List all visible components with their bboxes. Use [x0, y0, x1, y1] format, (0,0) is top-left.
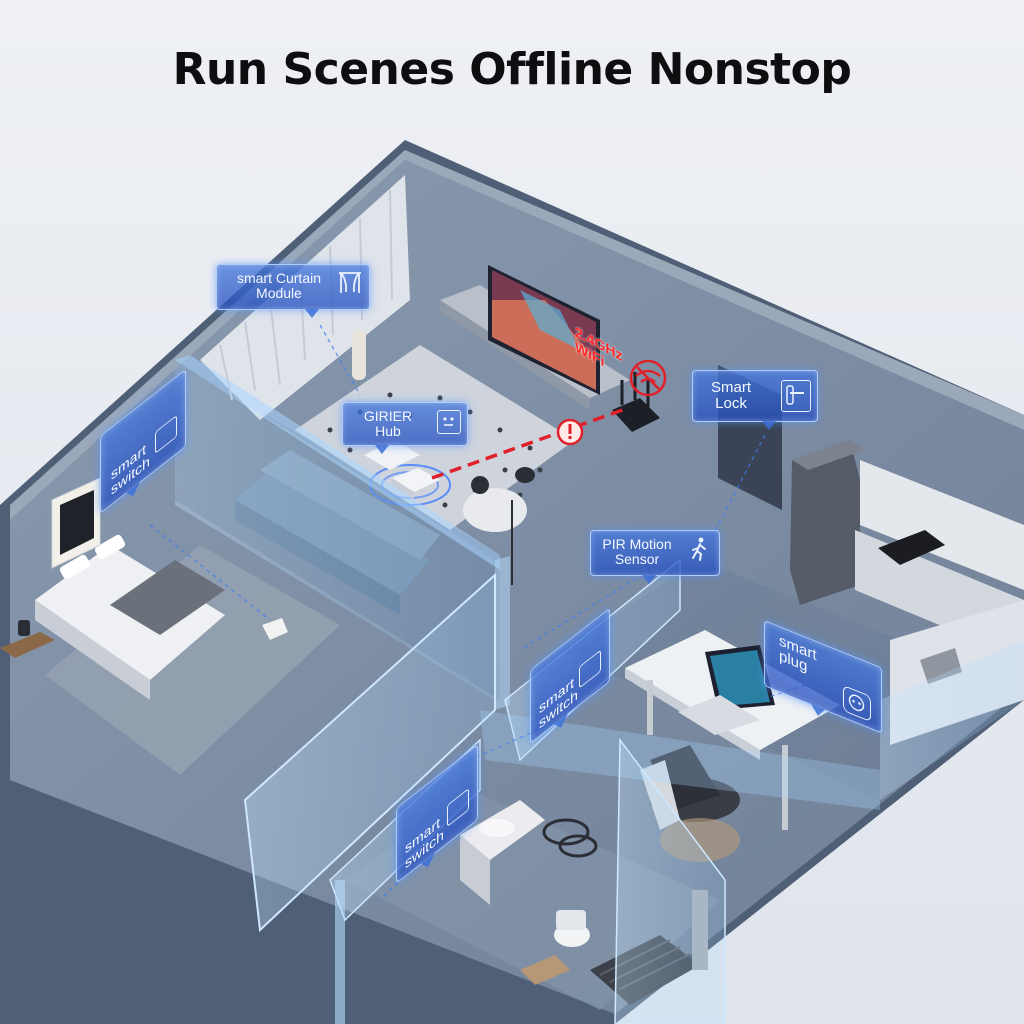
page-title: Run Scenes Offline Nonstop: [172, 44, 852, 95]
bathroom-vanity: [460, 800, 545, 905]
smart-lock-callout: Smart Lock: [692, 370, 818, 430]
bed: [35, 534, 225, 700]
no-wifi-icon: [629, 359, 667, 397]
girier-hub-callout: GIRIER Hub: [342, 402, 468, 454]
callout-label: smart plug: [779, 632, 817, 676]
hub-icon: [437, 410, 461, 434]
wall-switch-icon: [155, 414, 177, 455]
socket-icon: [843, 684, 871, 723]
smart-curtain-module-callout: smart Curtain Module: [216, 264, 370, 318]
callout-label: GIRIER Hub: [363, 408, 413, 439]
smart-plug-callout: smart plug: [764, 620, 882, 734]
wall-switch-icon: [579, 649, 601, 689]
callout-label: smart Curtain Module: [236, 270, 322, 301]
walking-person-icon: [687, 536, 713, 562]
wall-switch-icon: [447, 787, 469, 828]
pir-motion-sensor-callout: PIR Motion Sensor: [590, 530, 720, 584]
door-lock-icon: [781, 380, 811, 412]
curtain-icon: [337, 270, 363, 296]
glass-walls: [175, 355, 1024, 1024]
toilet: [554, 910, 590, 947]
callout-label: PIR Motion Sensor: [602, 536, 672, 567]
callout-label: Smart Lock: [710, 379, 751, 412]
warning-icon: [556, 418, 584, 446]
desk: [625, 630, 840, 830]
